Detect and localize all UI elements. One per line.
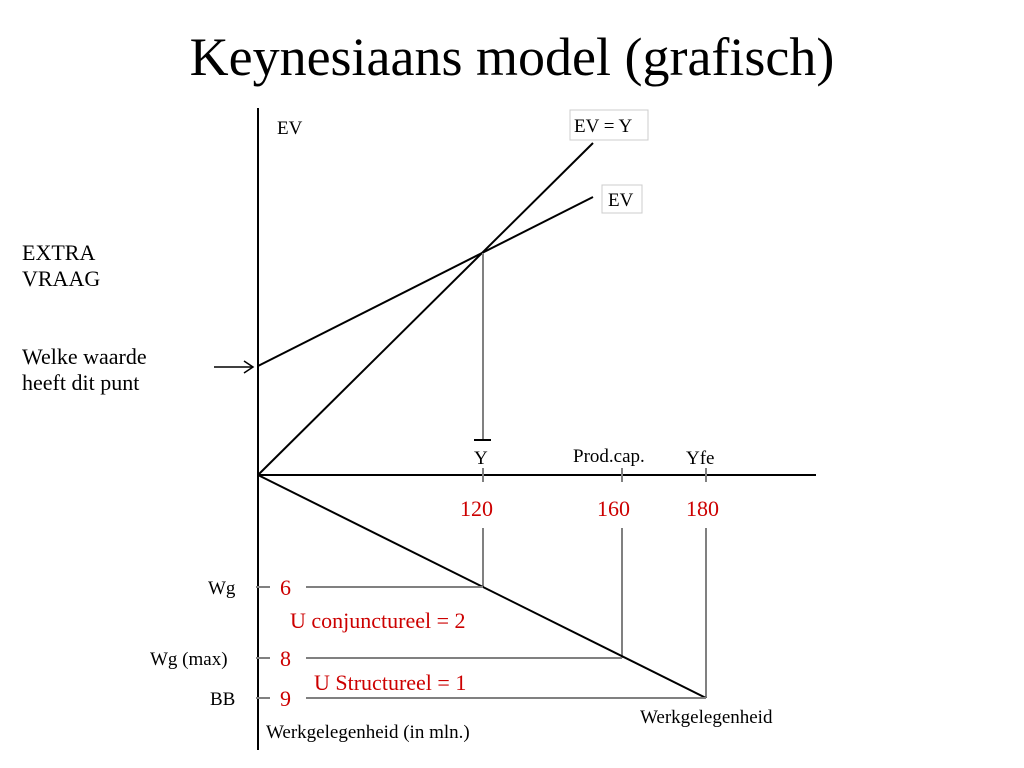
- u-conjunctureel: U conjunctureel = 2: [290, 608, 466, 633]
- value-bb: 9: [280, 686, 291, 711]
- side-line-extra: EXTRA: [22, 240, 96, 265]
- side-line-heeft: heeft dit punt: [22, 370, 140, 395]
- value-160: 160: [597, 496, 630, 521]
- line-45-degree: [257, 142, 594, 476]
- value-wg: 6: [280, 575, 291, 600]
- label-wg: Wg: [208, 578, 236, 599]
- upper-y-axis-label: EV: [277, 118, 303, 139]
- value-180: 180: [686, 496, 719, 521]
- slide-title: Keynesiaans model (grafisch): [189, 27, 835, 87]
- label-employment-line: Werkgelegenheid: [640, 707, 773, 728]
- marker-y-equilibrium: Y: [474, 448, 488, 469]
- line-ev: [257, 196, 594, 367]
- lower-y-axis-label: Werkgelegenheid (in mln.): [266, 722, 470, 743]
- label-box-ev: [601, 184, 643, 214]
- label-wg-max: Wg (max): [150, 649, 228, 670]
- marker-yfe: Yfe: [686, 448, 714, 469]
- side-line-welke: Welke waarde: [22, 344, 147, 369]
- label-ev: EV: [608, 190, 634, 211]
- arrow-head-icon: [243, 360, 255, 374]
- extra-vraag-heading: EXTRA VRAAG: [22, 240, 100, 292]
- label-ev-eq-y: EV = Y: [574, 116, 632, 137]
- label-bb: BB: [210, 689, 235, 710]
- question-text: Welke waarde heeft dit punt: [22, 344, 147, 396]
- marker-prod-cap: Prod.cap.: [573, 446, 645, 467]
- label-box-ev-eq-y: [569, 109, 649, 141]
- u-structureel: U Structureel = 1: [314, 670, 466, 695]
- value-120: 120: [460, 496, 493, 521]
- side-line-vraag: VRAAG: [22, 266, 101, 291]
- value-wg-max: 8: [280, 646, 291, 671]
